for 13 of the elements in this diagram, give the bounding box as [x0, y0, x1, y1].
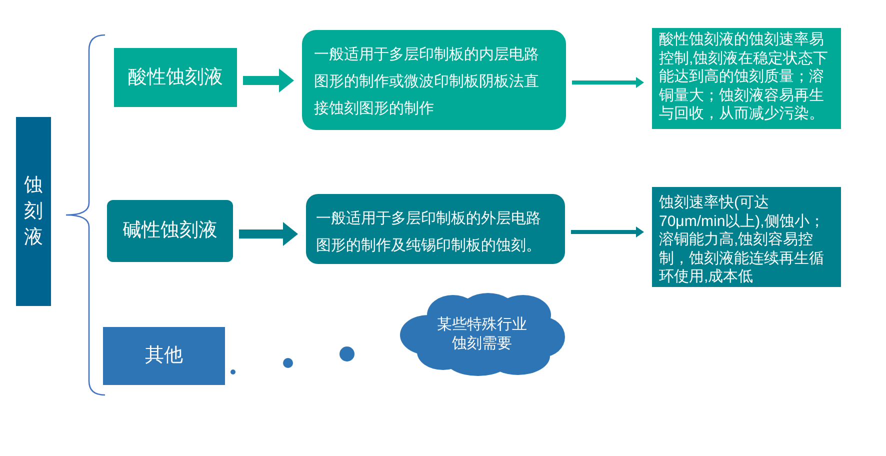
cloud-callout: 某些特殊行业蚀刻需要	[398, 290, 566, 377]
description-box: 一般适用于多层印制板的外层电路图形的制作及纯锡印制板的蚀刻。	[306, 194, 565, 264]
category-box: 碱性蚀刻液	[107, 200, 233, 262]
category-box: 酸性蚀刻液	[114, 48, 237, 107]
category-box: 其他	[103, 327, 225, 385]
arrow	[243, 68, 294, 92]
arrow	[239, 222, 298, 246]
arrow	[572, 77, 644, 88]
title-box: 蚀刻液	[16, 117, 51, 306]
description-box: 一般适用于多层印制板的内层电路图形的制作或微波印制板阴板法直接蚀刻图形的制作	[302, 30, 566, 130]
arrow	[571, 226, 644, 238]
feature-box: 蚀刻速率快(可达70μm/min以上),侧蚀小；溶铜能力高,蚀刻容易控制，蚀刻液能连续再生循环使用,成本低	[652, 187, 841, 287]
feature-box: 酸性蚀刻液的蚀刻速率易控制,蚀刻液在稳定状态下能达到高的蚀刻质量；溶铜量大；蚀刻液容易再生与回收，从而减少污染。	[652, 28, 841, 129]
